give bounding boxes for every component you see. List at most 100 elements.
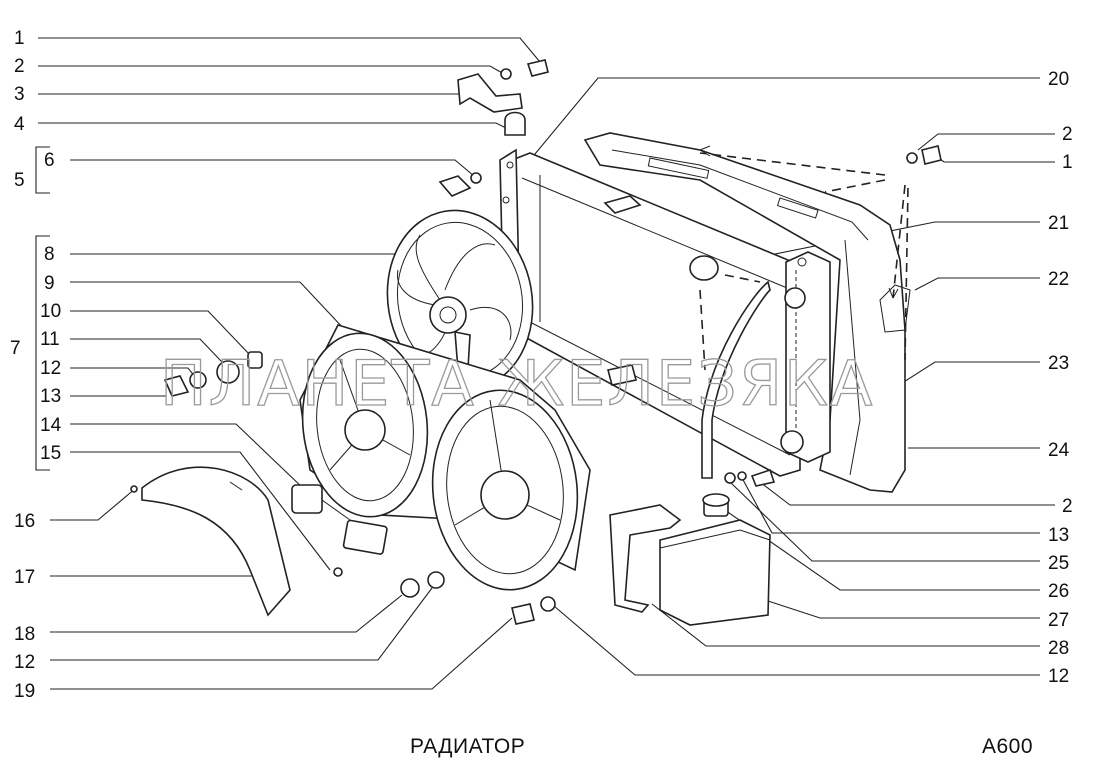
leader-2-right-lower — [759, 481, 1055, 506]
leader-22 — [914, 277, 1040, 291]
leader-14 — [70, 423, 306, 491]
leader-28 — [651, 603, 1040, 647]
label-2-right-lower: 2 — [1062, 496, 1073, 517]
label-16: 16 — [14, 511, 35, 532]
nut-18 — [400, 578, 420, 598]
label-2: 2 — [14, 56, 25, 77]
nut-5 — [438, 175, 472, 197]
label-5: 5 — [14, 170, 25, 191]
label-12-right: 12 — [1048, 666, 1069, 687]
label-23: 23 — [1048, 353, 1069, 374]
overflow-hose — [689, 255, 771, 479]
leader-11 — [70, 338, 223, 363]
leader-6 — [70, 159, 475, 177]
label-14: 14 — [40, 415, 62, 436]
label-12-lower: 12 — [14, 652, 35, 673]
label-25: 25 — [1048, 553, 1069, 574]
fan-shroud-cover — [583, 132, 911, 493]
label-18: 18 — [14, 624, 35, 645]
label-1-right: 1 — [1062, 152, 1073, 173]
label-10: 10 — [40, 301, 61, 322]
leader-16 — [50, 487, 137, 521]
label-17: 17 — [14, 567, 35, 588]
tank-strap-28 — [609, 504, 682, 613]
leader-18 — [50, 594, 403, 633]
leader-2-right — [917, 133, 1055, 151]
label-12: 12 — [40, 358, 61, 379]
bolt-19 — [511, 603, 535, 625]
label-27: 27 — [1048, 610, 1069, 631]
radiator-mid-bracket — [607, 364, 637, 386]
radiator-top-bracket — [603, 195, 642, 214]
leader-1-right — [935, 155, 1055, 163]
washer-12 — [189, 371, 207, 389]
label-26: 26 — [1048, 581, 1069, 602]
top-fasteners — [438, 59, 549, 197]
diagram-caption: РАДИАТОР — [410, 735, 526, 758]
label-28: 28 — [1048, 638, 1069, 659]
screw-15 — [333, 567, 343, 577]
bolt-1-right — [921, 145, 942, 165]
leader-2 — [38, 65, 505, 75]
resistor-connector — [291, 484, 388, 577]
leader-15 — [70, 451, 331, 571]
leader-13-right — [741, 477, 1040, 534]
label-3: 3 — [14, 84, 25, 105]
bracket-2-lower — [750, 468, 776, 487]
radiator-right-tank — [780, 251, 831, 463]
bolt-1 — [526, 59, 549, 77]
left-labels: 1 2 3 4 5 6 7 8 9 10 11 12 13 14 15 16 1… — [10, 28, 62, 702]
leader-25 — [729, 481, 1040, 562]
bracket-3 — [457, 73, 523, 113]
washer-12-lower — [427, 571, 445, 589]
leader-9 — [70, 281, 346, 331]
diagram-code: A600 — [982, 735, 1034, 758]
leader-20 — [529, 77, 1040, 161]
screw-16 — [130, 485, 138, 493]
label-22: 22 — [1048, 269, 1069, 290]
left-fasteners — [163, 351, 263, 397]
upper-hose-pipe — [784, 287, 806, 309]
label-6: 6 — [44, 150, 55, 171]
hose-clamp — [689, 255, 719, 281]
label-9: 9 — [44, 273, 55, 294]
expansion-tank — [609, 468, 776, 626]
nut-13 — [163, 375, 190, 397]
washer-12-right — [540, 596, 556, 612]
label-20: 20 — [1048, 69, 1069, 90]
label-8: 8 — [44, 244, 55, 265]
washer-2-right — [906, 152, 918, 164]
bracket-5 — [35, 146, 50, 194]
leader-12-right — [553, 605, 1040, 676]
label-4: 4 — [14, 114, 25, 135]
label-24: 24 — [1048, 440, 1070, 461]
fan-impeller — [386, 209, 534, 391]
cushion-11 — [216, 360, 240, 384]
washer-25 — [724, 472, 736, 484]
leader-lines — [38, 37, 1055, 690]
label-19: 19 — [14, 681, 35, 702]
watermark-text: ПЛАНЕТА ЖЕЛЕЗЯКА — [160, 347, 874, 420]
assembly-arrows — [699, 145, 909, 371]
bushing-10 — [247, 351, 263, 369]
label-7: 7 — [10, 338, 21, 359]
label-13: 13 — [40, 386, 61, 407]
leader-19 — [50, 617, 513, 690]
leader-10 — [70, 310, 251, 356]
lower-fasteners — [400, 571, 556, 625]
fan-shroud-frame — [299, 324, 591, 591]
washer-6 — [470, 172, 482, 184]
bracket-7 — [35, 235, 50, 471]
label-2-right: 2 — [1062, 124, 1073, 145]
label-1: 1 — [14, 28, 25, 49]
label-15: 15 — [40, 443, 61, 464]
leader-4 — [38, 122, 511, 131]
leader-27 — [764, 599, 1040, 619]
label-11: 11 — [40, 329, 60, 350]
leader-21 — [704, 221, 1040, 269]
group-brackets — [35, 146, 50, 471]
top-right-fasteners — [906, 145, 942, 165]
leader-12-lower — [50, 587, 433, 661]
label-13-right: 13 — [1048, 525, 1069, 546]
